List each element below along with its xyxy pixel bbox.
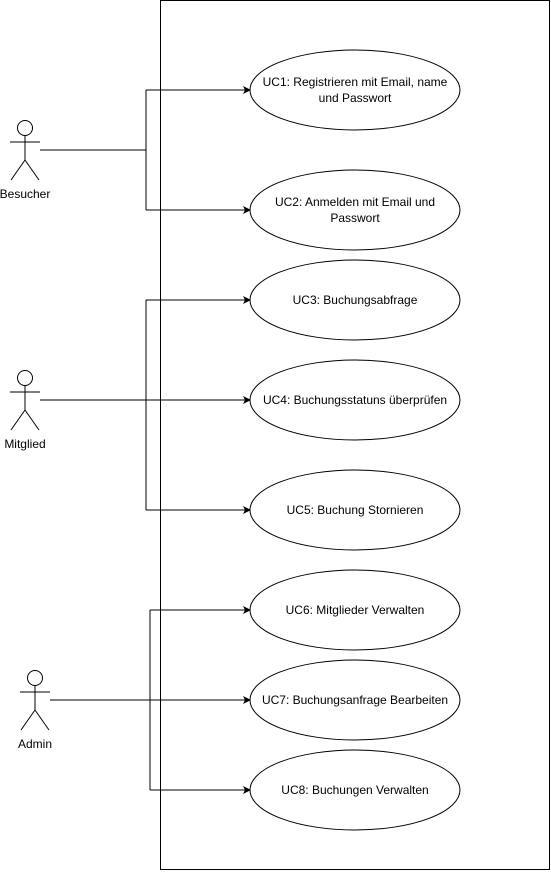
use-case-label: UC7: Buchungsanfrage Bearbeiten [262, 693, 448, 707]
actor-head [17, 120, 33, 136]
use-case-label: UC8: Buchungen Verwalten [281, 783, 428, 797]
use-case-label: UC6: Mitglieder Verwalten [286, 603, 425, 617]
actor-mitglied[interactable]: Mitglied [4, 370, 46, 452]
actor-head [27, 670, 43, 686]
actor-label-admin: Admin [18, 737, 52, 751]
use-case-ellipse [249, 659, 461, 741]
actor-admin[interactable]: Admin [18, 670, 52, 752]
use-case-ellipse [249, 169, 461, 251]
use-case-ellipse [249, 259, 461, 341]
associations-admin [50, 606, 251, 794]
use-case-ellipse [249, 469, 461, 551]
use-case-uc4[interactable]: UC4: Buchungsstatuns überprüfen [249, 359, 461, 441]
use-case-label: UC4: Buchungsstatuns überprüfen [263, 393, 447, 407]
use-case-label: Passwort [330, 211, 380, 225]
use-case-ellipse [249, 359, 461, 441]
use-case-uc1[interactable]: UC1: Registrieren mit Email, name und Pa… [249, 49, 461, 131]
associations-besucher [40, 86, 251, 214]
use-case-uc2[interactable]: UC2: Anmelden mit Email und Passwort [249, 169, 461, 251]
actor-leg [34, 709, 50, 731]
actor-label-besucher: Besucher [0, 187, 50, 201]
associations-mitglied [40, 296, 251, 514]
use-case-label: UC1: Registrieren mit Email, name [263, 75, 448, 89]
use-case-label: und Passwort [319, 91, 392, 105]
use-case-label: UC5: Buchung Stornieren [287, 503, 424, 517]
use-case-label: UC3: Buchungsabfrage [293, 293, 418, 307]
actor-besucher[interactable]: Besucher [0, 120, 50, 202]
use-case-uc7[interactable]: UC7: Buchungsanfrage Bearbeiten [249, 659, 461, 741]
actor-leg [10, 159, 26, 181]
use-case-ellipse [249, 49, 461, 131]
actor-leg [10, 409, 26, 431]
use-case-uc8[interactable]: UC8: Buchungen Verwalten [249, 749, 461, 831]
actor-leg [20, 709, 36, 731]
use-case-ellipse [249, 749, 461, 831]
use-case-uc5[interactable]: UC5: Buchung Stornieren [249, 469, 461, 551]
use-case-label: UC2: Anmelden mit Email und [275, 195, 435, 209]
actor-label-mitglied: Mitglied [4, 437, 45, 451]
actor-leg [24, 409, 40, 431]
actor-head [17, 370, 33, 386]
actor-leg [24, 159, 40, 181]
use-case-uc6[interactable]: UC6: Mitglieder Verwalten [249, 569, 461, 651]
use-case-ellipse [249, 569, 461, 651]
use-case-uc3[interactable]: UC3: Buchungsabfrage [249, 259, 461, 341]
